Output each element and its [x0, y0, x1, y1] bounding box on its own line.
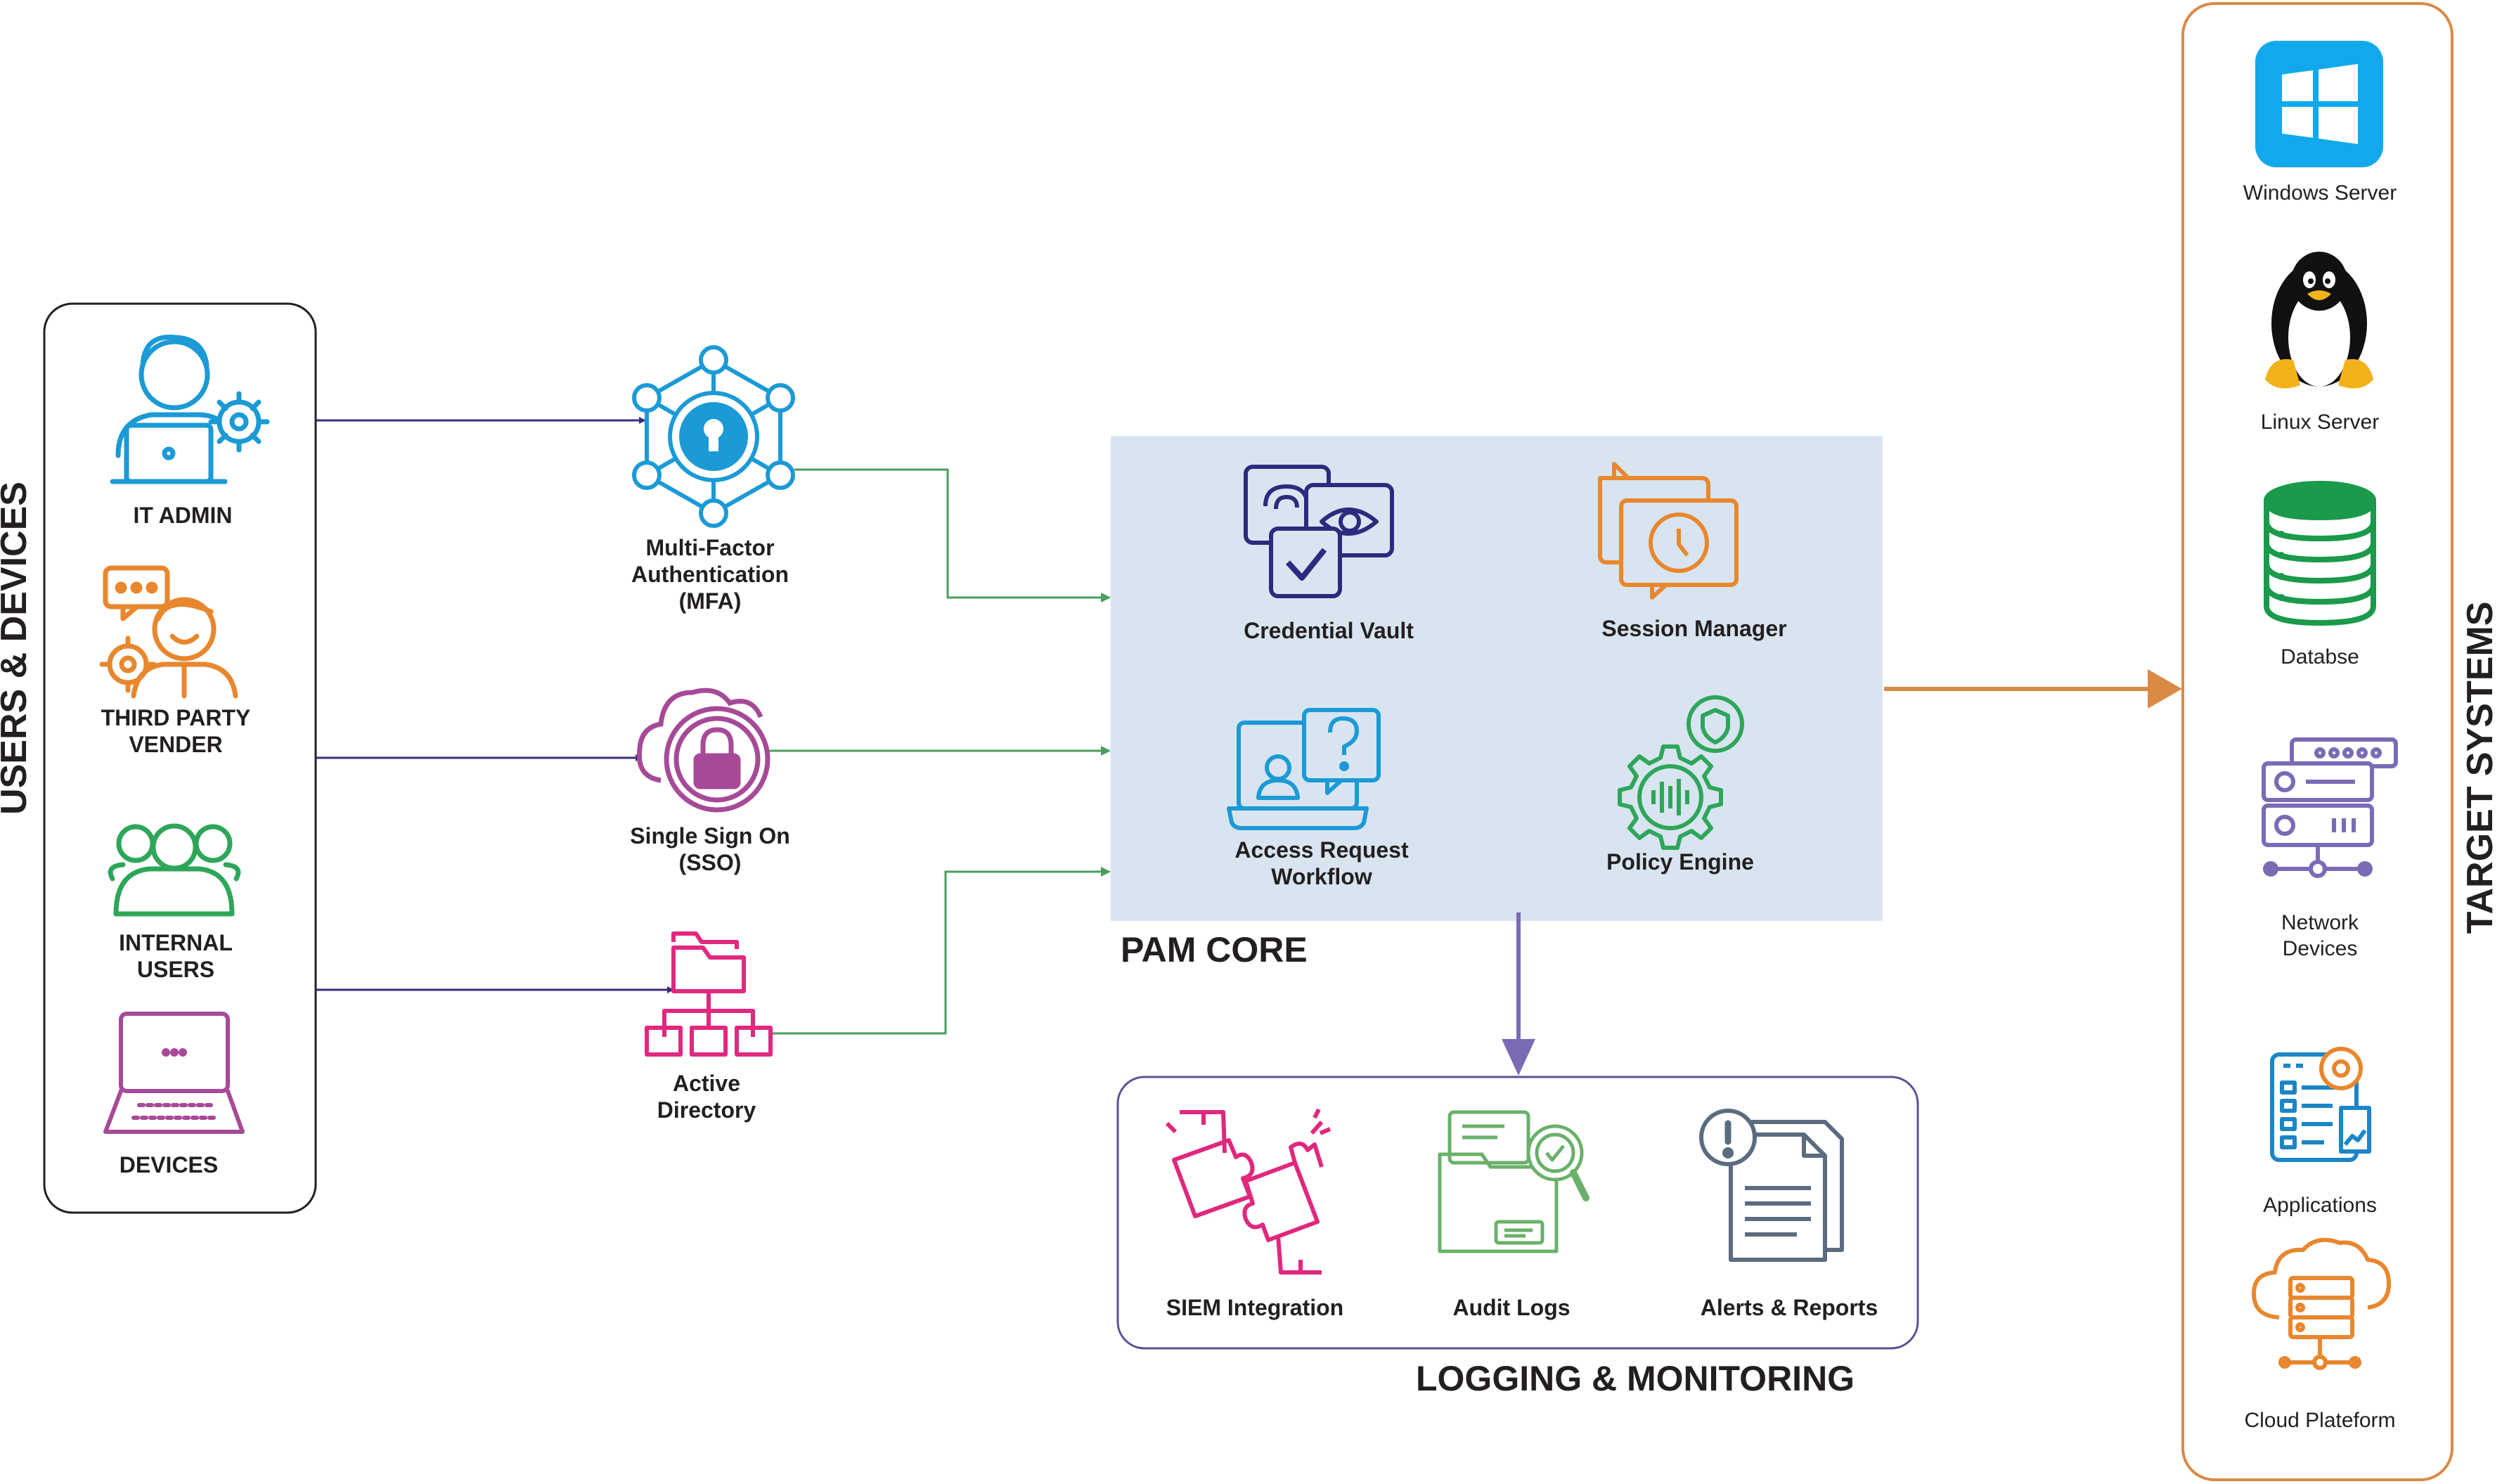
arrowhead-targets	[2148, 669, 2182, 709]
policy-engine-icon	[1618, 695, 1744, 850]
mfa-network-icon	[632, 345, 795, 528]
arrowhead-logging	[1502, 1039, 1535, 1076]
alerts-reports-icon	[1699, 1109, 1844, 1262]
pam-core-title: PAM CORE	[1121, 930, 1308, 969]
windows-server-label: Windows Server	[2243, 181, 2397, 205]
linux-server-label: Linux Server	[2260, 411, 2380, 434]
session-manager-label: Session Manager	[1601, 616, 1787, 641]
target-systems-title: TARGET SYSTEMS	[2460, 601, 2501, 934]
sso-label: Single Sign On (SSO)	[630, 823, 790, 875]
internal-users-icon	[108, 823, 241, 917]
credential-vault-icon	[1244, 465, 1394, 598]
network-devices-icon	[2262, 737, 2398, 878]
connector-mfa-pam	[794, 468, 1111, 602]
policy-engine-label: Policy Engine	[1606, 849, 1754, 875]
cloud-platform-label: Cloud Plateform	[2244, 1409, 2396, 1432]
credential-vault-label: Credential Vault	[1244, 618, 1414, 643]
cloud-platform-icon	[2252, 1237, 2391, 1370]
logging-monitoring-title: LOGGING & MONITORING	[1416, 1359, 1855, 1398]
access-request-icon	[1227, 708, 1381, 830]
sso-cloud-lock-icon	[636, 688, 770, 813]
internal-users-label: INTERNAL USERS	[119, 930, 233, 982]
applications-label: Applications	[2263, 1194, 2377, 1217]
network-devices-label: Network Devices	[2281, 911, 2359, 960]
session-manager-icon	[1598, 462, 1739, 600]
it-admin-label: IT ADMIN	[133, 503, 233, 528]
target-systems-box	[2181, 2, 2453, 1481]
active-directory-label: Active Directory	[657, 1071, 756, 1123]
active-directory-icon	[645, 931, 773, 1057]
alerts-reports-label: Alerts & Reports	[1700, 1295, 1878, 1320]
database-label: Databse	[2281, 645, 2359, 669]
third-party-vendor-icon	[99, 565, 238, 699]
access-request-label: Access Request Workflow	[1234, 837, 1409, 889]
mfa-label: Multi-Factor Authentication (MFA)	[631, 535, 789, 614]
users-devices-box	[43, 302, 317, 1214]
devices-label: DEVICES	[119, 1152, 219, 1177]
users-devices-title: USERS & DEVICES	[0, 482, 34, 815]
audit-logs-icon	[1438, 1110, 1589, 1253]
it-admin-icon	[110, 335, 270, 484]
laptop-icon	[103, 1012, 245, 1134]
siem-puzzle-icon	[1165, 1108, 1331, 1275]
applications-icon	[2270, 1047, 2371, 1162]
linux-penguin-icon	[2265, 252, 2373, 389]
third-party-vendor-label: THIRD PARTY VENDER	[101, 705, 251, 757]
logging-box	[1116, 1076, 1919, 1350]
siem-label: SIEM Integration	[1166, 1295, 1344, 1320]
windows-logo-icon	[2255, 41, 2383, 167]
database-icon	[2264, 481, 2376, 626]
pam-core-box	[1111, 436, 1883, 921]
audit-logs-label: Audit Logs	[1452, 1295, 1571, 1320]
connector-ad-pam	[770, 867, 1111, 1035]
